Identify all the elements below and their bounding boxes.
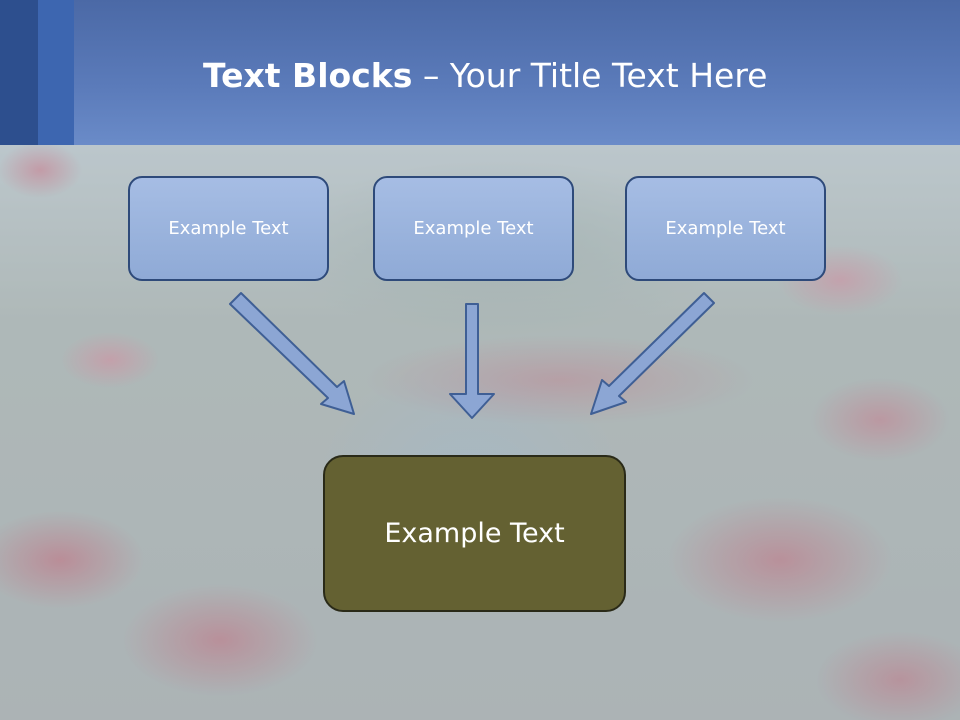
header-accent-strip	[38, 0, 74, 145]
text-block-right[interactable]: Example Text	[625, 176, 826, 281]
text-block-center[interactable]: Example Text	[323, 455, 626, 612]
text-block-label: Example Text	[665, 218, 786, 239]
title-rest-text: – Your Title Text Here	[412, 56, 768, 95]
text-block-left[interactable]: Example Text	[128, 176, 329, 281]
text-block-middle[interactable]: Example Text	[373, 176, 574, 281]
header-accent-strip	[0, 0, 38, 145]
arrow-right[interactable]	[590, 292, 715, 415]
text-block-label: Example Text	[168, 218, 289, 239]
arrow-left[interactable]	[229, 292, 355, 415]
arrow-middle[interactable]	[449, 303, 495, 419]
center-block-label: Example Text	[384, 518, 565, 549]
slide-title[interactable]: Text Blocks – Your Title Text Here	[203, 52, 767, 100]
text-block-label: Example Text	[413, 218, 534, 239]
title-bold-text: Text Blocks	[203, 56, 413, 95]
title-bar	[0, 0, 960, 145]
